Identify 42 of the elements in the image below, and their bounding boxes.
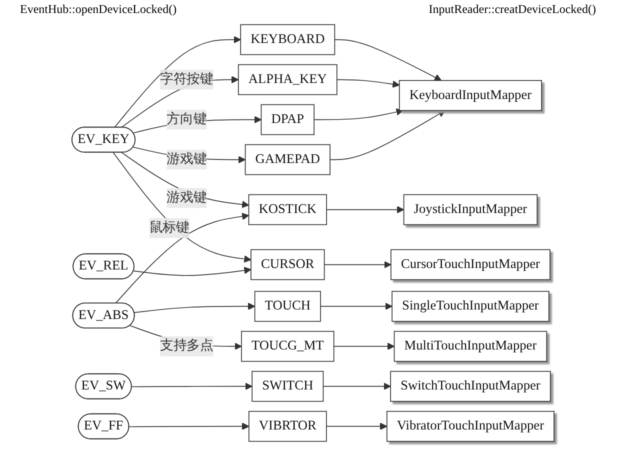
node-box: KEYBOARD bbox=[240, 24, 336, 56]
arrow bbox=[326, 422, 388, 430]
edge-label: 字符按键 bbox=[160, 72, 214, 86]
edge-label: 游戏键 bbox=[166, 190, 207, 205]
function-label: InputReader::creatDeviceLocked() bbox=[428, 2, 596, 18]
edge-label: 鼠标键 bbox=[149, 220, 190, 235]
node-box: KeyboardInputMapper bbox=[398, 80, 542, 111]
arrow bbox=[314, 108, 404, 120]
node-box: KOSTICK bbox=[248, 194, 327, 226]
node-box: JoystickInputMapper bbox=[403, 194, 538, 226]
edge-label: 方向键 bbox=[166, 112, 207, 126]
arrow bbox=[131, 382, 252, 390]
arrow bbox=[336, 79, 400, 88]
node-box: GAMEPAD bbox=[244, 144, 330, 176]
node-box: DPAP bbox=[260, 104, 314, 136]
arrow bbox=[121, 152, 250, 208]
arrow bbox=[326, 206, 404, 214]
node-box: TOUCG_MT bbox=[241, 330, 334, 362]
node-box: VIBRTOR bbox=[248, 410, 327, 442]
arrow bbox=[324, 261, 392, 268]
arrow bbox=[330, 110, 446, 160]
node-box: VibratorTouchInputMapper bbox=[386, 410, 554, 442]
node-box: CURSOR bbox=[250, 249, 325, 280]
arrow bbox=[133, 266, 252, 276]
node-box: ALPHA_KEY bbox=[238, 64, 338, 96]
node-box: CursorTouchInputMapper bbox=[390, 249, 550, 280]
arrow bbox=[112, 152, 252, 263]
arrow bbox=[333, 342, 395, 350]
node-box: SWITCH bbox=[252, 370, 324, 402]
arrow bbox=[320, 302, 392, 310]
edge-label: 游戏键 bbox=[166, 152, 207, 166]
node-box: MultiTouchInputMapper bbox=[394, 330, 548, 362]
arrow bbox=[134, 302, 256, 313]
node-box: TOUCH bbox=[254, 290, 321, 322]
node-box: SwitchTouchInputMapper bbox=[390, 370, 551, 402]
arrow bbox=[114, 212, 250, 304]
arrow bbox=[322, 382, 391, 390]
node-box: SingleTouchInputMapper bbox=[392, 290, 550, 322]
function-label: EventHub::openDeviceLocked() bbox=[20, 2, 177, 18]
edge-label: 支持多点 bbox=[160, 338, 214, 353]
arrow bbox=[128, 422, 250, 430]
arrow bbox=[334, 39, 442, 81]
